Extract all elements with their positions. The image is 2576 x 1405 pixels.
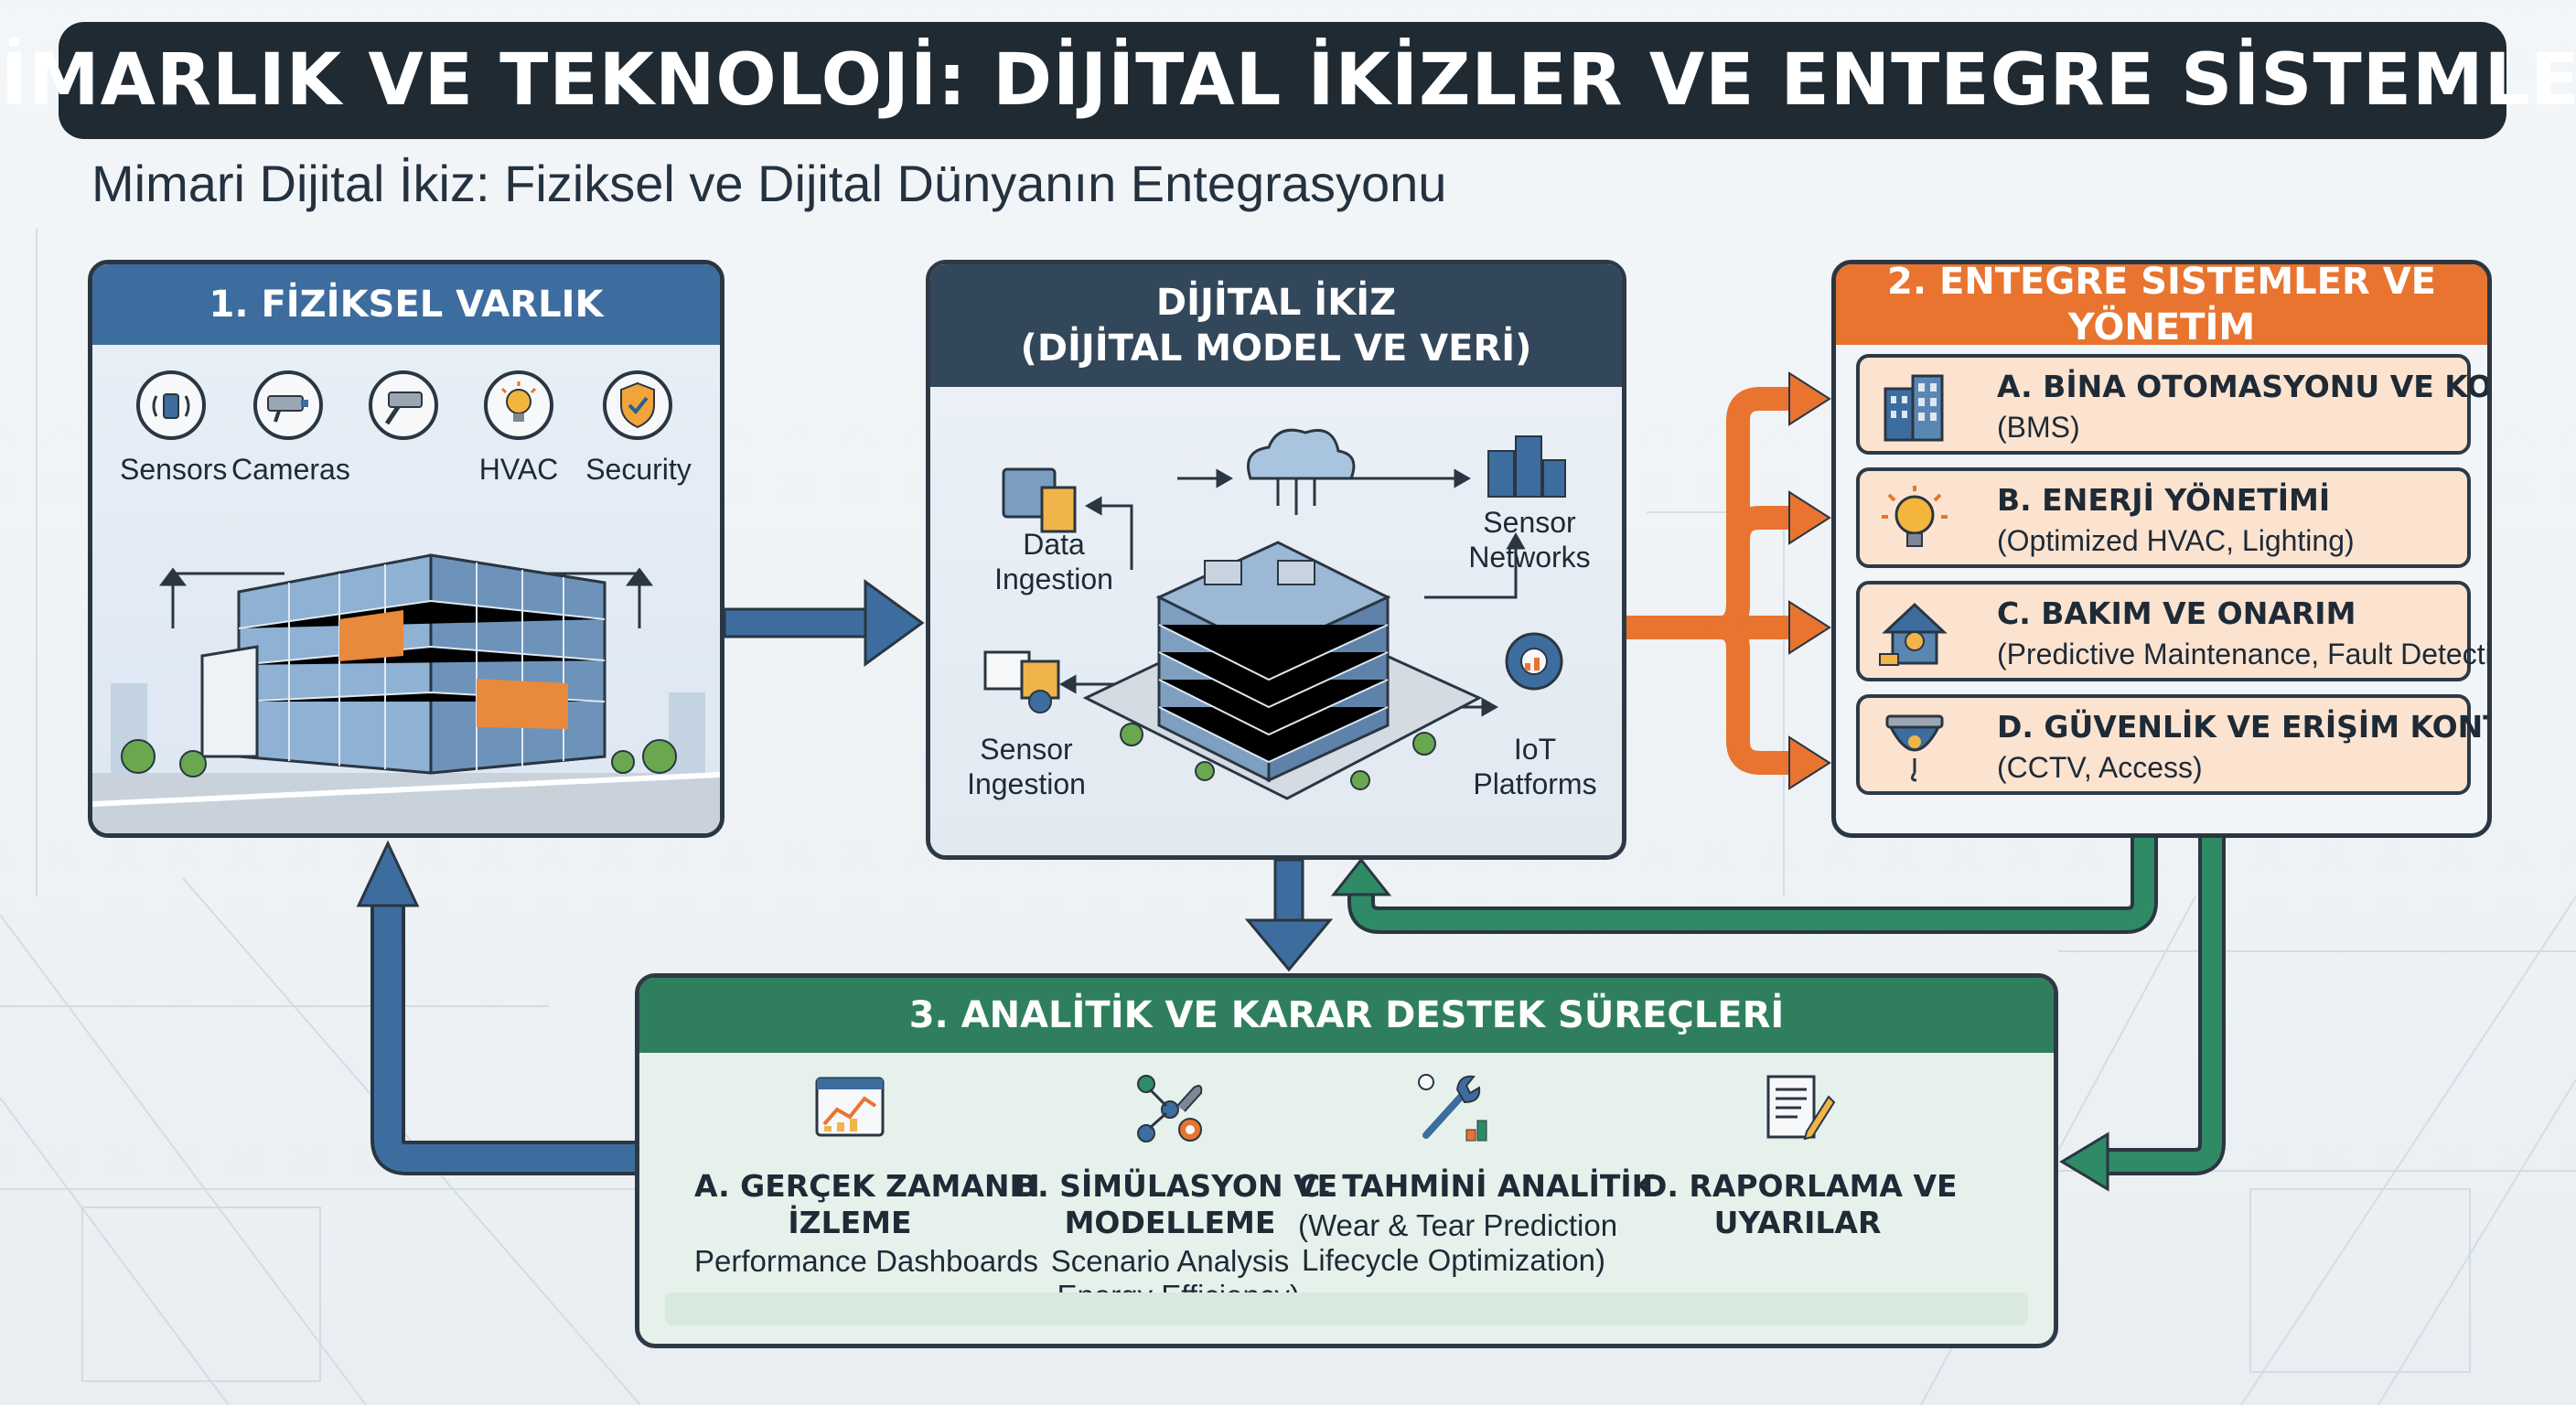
building-icon <box>1884 374 1944 442</box>
system-item-energy: B. ENERJİ YÖNETİMİ (Optimized HVAC, Ligh… <box>1856 467 2471 568</box>
system-title-maintenance: C. BAKIM VE ONARIM <box>1997 595 2356 631</box>
system-title-energy: B. ENERJİ YÖNETİMİ <box>1997 482 2331 518</box>
analytics-title-reporting: D. RAPORLAMA VE UYARILAR <box>1642 1168 1958 1240</box>
node-sensor-networks: Sensor Networks <box>1468 506 1591 574</box>
simulation-icon <box>1137 1075 1203 1142</box>
digital-twin-panel: DİJİTAL İKİZ (DİJİTAL MODEL VE VERİ) <box>926 260 1626 860</box>
device-label-security: Security <box>585 453 692 486</box>
analytics-panel: 3. ANALİTİK VE KARAR DESTEK SÜREÇLERİ A.… <box>635 973 2058 1348</box>
physical-asset-panel: 1. FİZİKSEL VARLIK <box>88 260 724 838</box>
house-maintenance-icon <box>1879 602 1948 666</box>
analytics-item-simulation: B. SİMÜLASYON VE MODELLEME Scenario Anal… <box>1014 1069 1338 1314</box>
cctv-icon <box>369 370 438 440</box>
physical-asset-header: 1. FİZİKSEL VARLIK <box>92 264 720 345</box>
analytics-desc-predictive: (Wear & Tear Prediction Lifecycle Optimi… <box>1298 1207 1618 1277</box>
digital-twin-header: DİJİTAL İKİZ (DİJİTAL MODEL VE VERİ) <box>930 264 1622 387</box>
analytics-title-simulation: B. SİMÜLASYON VE MODELLEME <box>1014 1168 1338 1240</box>
camera-icon <box>253 370 323 440</box>
city-icon <box>1487 435 1566 498</box>
cloud-icon <box>1247 428 1356 515</box>
arrow-analytics-to-physical <box>356 840 635 1175</box>
node-data-ingestion: Data Ingestion <box>994 528 1113 595</box>
device-label-sensors: Sensors <box>120 453 228 486</box>
shield-icon <box>603 370 672 440</box>
gear-icon <box>1505 632 1563 691</box>
title-banner: MİMARLIK VE TEKNOLOJİ: DİJİTAL İKİZLER V… <box>0 22 2576 139</box>
integrated-systems-header: 2. ENTEGRE SİSTEMLER VE YÖNETİM <box>1836 264 2487 349</box>
analytics-desc-monitoring: Performance Dashboards <box>694 1244 1039 1279</box>
analytics-item-reporting: D. RAPORLAMA VE UYARILAR <box>1642 1069 1958 1244</box>
integrated-systems-panel: 2. ENTEGRE SİSTEMLER VE YÖNETİM A. BİNA … <box>1831 260 2492 838</box>
analytics-footer-bar <box>665 1292 2028 1325</box>
device-label-cameras: Cameras <box>231 453 350 486</box>
digital-twin-model-illustration <box>983 428 1566 800</box>
report-icon <box>1766 1075 1836 1141</box>
analytics-item-monitoring: A. GERÇEK ZAMANLI İZLEME Performance Das… <box>694 1069 1040 1279</box>
dashboard-icon <box>815 1077 885 1137</box>
arrow-physical-to-twin <box>723 579 925 667</box>
dome-camera-icon <box>1885 714 1944 782</box>
system-desc-bms: (BMS) <box>1997 411 2080 444</box>
page-subtitle: Mimari Dijital İkiz: Fiziksel ve Dijital… <box>91 155 1447 212</box>
system-desc-energy: (Optimized HVAC, Lighting) <box>1997 524 2355 557</box>
arrow-twin-to-systems <box>1615 387 1805 775</box>
report-chart-icon <box>983 650 1060 713</box>
system-desc-security: (CCTV, Access) <box>1997 751 2203 784</box>
system-title-bms: A. BİNA OTOMASYONU VE KONTROL <box>1997 369 2492 404</box>
digital-twin-body: Data Ingestion Sensor Networks Sensor In… <box>930 387 1622 855</box>
lightbulb-icon <box>1882 486 1948 547</box>
server-icon <box>1002 467 1077 533</box>
analytics-title-monitoring: A. GERÇEK ZAMANLI İZLEME <box>694 1168 1040 1240</box>
arrow-systems-to-analytics <box>2059 838 2226 1192</box>
system-title-security: D. GÜVENLİK VE ERİŞİM KONTROLÜ <box>1997 709 2487 745</box>
system-desc-maintenance: (Predictive Maintenance, Fault Detection… <box>1997 638 2492 670</box>
physical-building-illustration <box>92 553 720 833</box>
node-sensor-ingestion: Sensor Ingestion <box>967 733 1086 800</box>
analytics-item-predictive: C. TAHMİNİ ANALİTİK (Wear & Tear Predict… <box>1298 1069 1656 1277</box>
arrow-twin-to-analytics <box>1244 858 1334 972</box>
system-item-maintenance: C. BAKIM VE ONARIM (Predictive Maintenan… <box>1856 581 2487 681</box>
system-item-bms: A. BİNA OTOMASYONU VE KONTROL (BMS) <box>1856 354 2487 455</box>
analytics-title-predictive: C. TAHMİNİ ANALİTİK <box>1298 1168 1656 1204</box>
system-item-security: D. GÜVENLİK VE ERİŞİM KONTROLÜ (CCTV, Ac… <box>1856 694 2487 795</box>
node-iot-platforms: IoT Platforms <box>1473 733 1597 800</box>
analytics-header: 3. ANALİTİK VE KARAR DESTEK SÜREÇLERİ <box>639 978 2054 1053</box>
physical-asset-body: Sensors Cameras HVAC Security <box>92 345 720 833</box>
arrow-systems-to-twin <box>1330 838 2158 934</box>
device-label-hvac: HVAC <box>478 453 559 486</box>
wrench-chart-icon <box>1418 1074 1487 1142</box>
page-title: MİMARLIK VE TEKNOLOJİ: DİJİTAL İKİZLER V… <box>0 39 2576 122</box>
sensor-icon <box>136 370 206 440</box>
lightbulb-icon <box>484 370 553 440</box>
